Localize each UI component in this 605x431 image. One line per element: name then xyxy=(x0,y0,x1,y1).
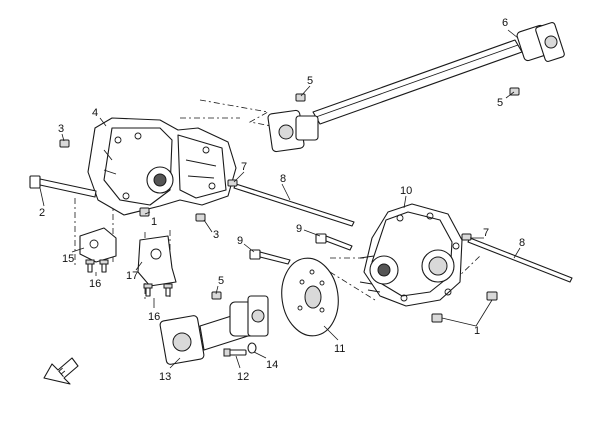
washer-14 xyxy=(247,342,257,354)
callout-4: 4 xyxy=(92,107,98,119)
callout-7-upper: 7 xyxy=(241,161,247,173)
mount-bracket-15 xyxy=(79,227,117,263)
callout-2: 2 xyxy=(39,207,45,219)
stud-8-right xyxy=(467,237,573,283)
callout-12: 12 xyxy=(237,371,249,383)
hardware-small xyxy=(59,87,520,357)
mount-bracket-17 xyxy=(137,235,177,287)
callout-9-lower: 9 xyxy=(237,235,243,247)
rear-differential xyxy=(359,203,463,307)
bolt-12 xyxy=(223,348,247,357)
callout-7-right: 7 xyxy=(483,227,489,239)
bolt-16-a xyxy=(85,259,95,273)
long-bolt-2 xyxy=(29,175,97,198)
front-shaft-coupler xyxy=(159,295,269,365)
rear-propeller-shaft xyxy=(267,22,565,153)
nut-1-gearcase xyxy=(139,207,150,217)
callout-3-upper: 3 xyxy=(58,123,64,135)
stud-8-upper xyxy=(233,183,355,227)
bolt-3-lower xyxy=(195,213,206,222)
bolt-9-upper xyxy=(315,233,353,251)
leader-lines xyxy=(39,29,521,369)
brake-disc xyxy=(281,257,339,337)
callout-13: 13 xyxy=(159,371,171,383)
bolt-9-lower xyxy=(249,249,291,265)
callout-17: 17 xyxy=(126,270,138,282)
callout-16-left: 16 xyxy=(89,278,101,290)
bolt-3-upper xyxy=(59,139,70,148)
nut-1-diff-b xyxy=(431,313,443,323)
callout-1-gearcase: 1 xyxy=(151,216,157,228)
callout-5-right: 5 xyxy=(497,97,503,109)
front-gearcase xyxy=(87,117,237,216)
pin-7-right xyxy=(461,233,472,241)
callout-10: 10 xyxy=(400,185,412,197)
bolt-16-c xyxy=(143,283,153,297)
callout-1-diff: 1 xyxy=(474,325,480,337)
shaft-yoke-front xyxy=(267,109,319,153)
bolt-16-b xyxy=(99,259,109,273)
callout-9-upper: 9 xyxy=(296,223,302,235)
callout-16-right: 16 xyxy=(148,311,160,323)
shaft-yoke-rear xyxy=(516,22,565,62)
callout-8-upper: 8 xyxy=(280,173,286,185)
nut-5-upper xyxy=(295,93,306,102)
bolt-16-d xyxy=(163,283,173,297)
callout-5-lower: 5 xyxy=(218,275,224,287)
callouts: 6 5 5 4 3 7 8 2 1 3 10 9 9 7 8 15 16 17 … xyxy=(39,17,525,383)
callout-14: 14 xyxy=(266,359,278,371)
callout-6: 6 xyxy=(502,17,508,29)
nut-1-diff-a xyxy=(486,291,498,301)
callout-11: 11 xyxy=(334,343,345,355)
callout-3-lower: 3 xyxy=(213,229,219,241)
front-direction-arrow-icon: F xyxy=(43,357,79,385)
callout-8-right: 8 xyxy=(519,237,525,249)
callout-15: 15 xyxy=(62,253,74,265)
callout-5-upper: 5 xyxy=(307,75,313,87)
